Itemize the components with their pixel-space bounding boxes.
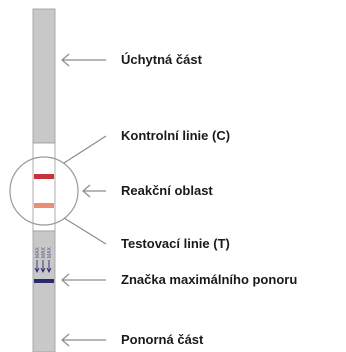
test-line-band	[34, 203, 54, 208]
test-line-pointer	[63, 217, 107, 245]
reaction-area-circle	[9, 156, 79, 226]
max-marker: MAX	[46, 247, 53, 274]
reaction-window	[32, 142, 56, 232]
label-max-mark: Značka maximálního ponoru	[121, 272, 298, 287]
arrow-left-icon	[82, 184, 106, 198]
max-markers: MAX MAX MAX	[34, 247, 53, 274]
control-line-band	[34, 174, 54, 179]
arrow-left-icon	[61, 53, 106, 67]
label-handle: Úchytná část	[121, 52, 202, 67]
arrow-left-icon	[61, 333, 106, 347]
arrow-left-icon	[61, 273, 106, 287]
test-strip: MAX MAX MAX	[32, 8, 56, 352]
label-dip-part: Ponorná část	[121, 332, 204, 347]
control-line-pointer	[63, 135, 107, 164]
strip-handle-section	[32, 8, 56, 144]
max-dip-line	[34, 279, 54, 283]
label-test-line: Testovací linie (T)	[121, 236, 230, 251]
strip-dip-section	[32, 230, 56, 352]
pointer-lines	[61, 53, 107, 347]
max-marker-label: MAX	[47, 247, 53, 259]
label-reaction-area: Reakční oblast	[121, 183, 213, 198]
label-control-line: Kontrolní linie (C)	[121, 128, 231, 143]
max-marker-label: MAX	[41, 247, 47, 259]
max-marker: MAX	[34, 247, 41, 274]
max-marker: MAX	[40, 247, 47, 274]
max-marker-label: MAX	[35, 247, 41, 259]
